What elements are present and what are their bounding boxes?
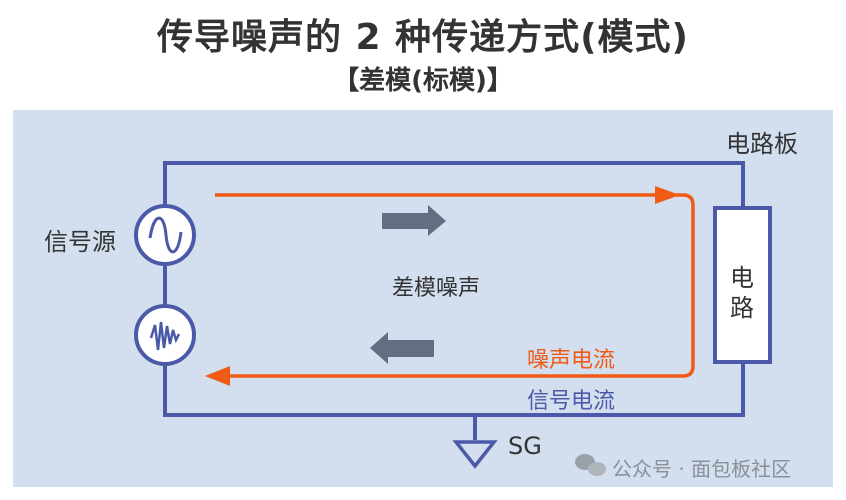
board-label: 电路板 <box>726 130 798 158</box>
signal-wire-top <box>163 161 745 208</box>
ground-label: SG <box>508 432 542 460</box>
ground-symbol-icon <box>452 440 498 469</box>
direction-arrow-left-icon <box>370 332 434 364</box>
noise-current-path <box>215 193 695 378</box>
direction-arrow-right-icon <box>382 205 446 236</box>
noise-arrow-left-icon <box>205 366 230 386</box>
signal-current-label: 信号电流 <box>527 389 616 414</box>
circuit-box <box>713 206 772 364</box>
wechat-icon-bubble <box>588 462 606 476</box>
circuit-label-2: 路 <box>730 294 754 322</box>
signal-wire-bottom <box>163 362 745 417</box>
watermark: 公众号 · 面包板社区 <box>612 457 792 481</box>
board-panel <box>13 110 833 487</box>
page-title: 传导噪声的 2 种传递方式(模式) <box>156 17 690 58</box>
noise-arrow-right-icon <box>655 186 680 204</box>
circuit-label-1: 电 <box>730 264 754 292</box>
center-label: 差模噪声 <box>392 276 481 301</box>
sine-wave-icon <box>148 216 183 254</box>
source-label: 信号源 <box>44 228 116 256</box>
noise-current-label: 噪声电流 <box>527 348 616 373</box>
noise-wave-icon <box>149 321 181 351</box>
page-subtitle: 【差模(标模)】 <box>333 66 513 96</box>
